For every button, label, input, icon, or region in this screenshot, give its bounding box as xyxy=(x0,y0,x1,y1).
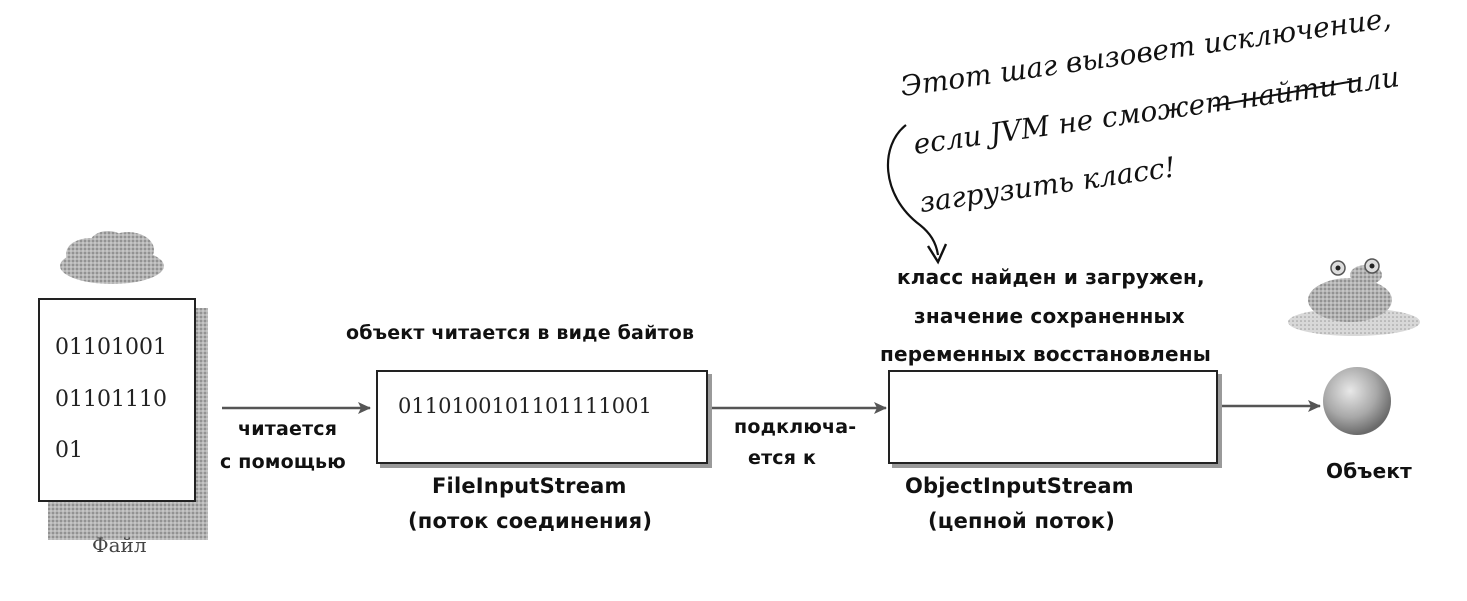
object-caption: Объект xyxy=(1326,459,1412,483)
note-arrow-head xyxy=(926,243,948,265)
ois-name: ObjectInputStream xyxy=(905,474,1134,498)
fis-role: (поток соединения) xyxy=(408,509,653,533)
ois-top-label-line1: класс найден и загружен, xyxy=(897,265,1205,289)
object-ball-icon xyxy=(1323,367,1391,435)
ois-top-label-line3: переменных восстановлены xyxy=(880,342,1212,366)
fis-top-label: объект читается в виде байтов xyxy=(346,322,695,344)
arrow1-label-line1: читается xyxy=(238,418,338,440)
note-underline xyxy=(1212,79,1361,107)
fis-name: FileInputStream xyxy=(432,474,627,498)
ois-box xyxy=(888,370,1218,464)
file-box xyxy=(38,298,196,502)
file-bytes-line3: 01 xyxy=(55,438,83,463)
arrow2-label-line2: ется к xyxy=(748,447,817,469)
ois-top-label-line2: значение сохраненных xyxy=(914,304,1185,328)
fis-box xyxy=(376,370,708,464)
arrow1-label-line2: с помощью xyxy=(220,451,346,473)
fis-bytes: 0110100101101111001 xyxy=(398,394,652,418)
note-arrow xyxy=(886,124,940,256)
file-bytes-line2: 01101110 xyxy=(55,387,167,412)
cloud-icon xyxy=(60,231,164,284)
ois-role: (цепной поток) xyxy=(928,509,1116,533)
object-creature-icon xyxy=(1288,258,1420,336)
file-caption: Файл xyxy=(92,533,147,557)
arrow2-label-line1: подключа- xyxy=(734,416,857,438)
file-bytes-line1: 01101001 xyxy=(55,335,167,360)
